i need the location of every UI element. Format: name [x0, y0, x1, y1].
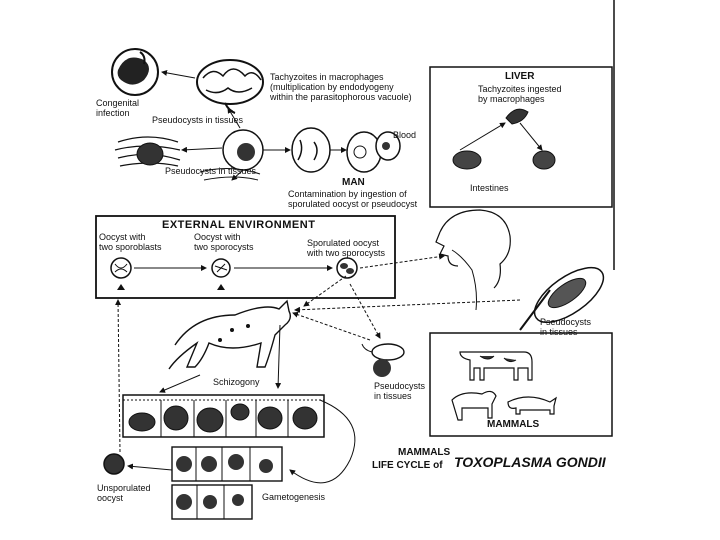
mouse-illustration — [361, 343, 405, 377]
label-schizogony: Schizogony — [213, 377, 260, 387]
fetus-illustration — [111, 48, 159, 96]
label-liver: LIVER — [505, 71, 535, 82]
label-sporulated-oocyst: Sporulated oocyst with two sporocysts — [307, 238, 386, 258]
label-blood: Blood — [393, 130, 417, 140]
label-pseudocysts-tissues-right: Pseudocysts in tissues — [540, 317, 592, 337]
gametogenesis-cells — [171, 446, 283, 520]
external-environment-box — [95, 215, 396, 299]
label-liver-text: Tachyzoites ingested by macrophages — [478, 84, 562, 104]
label-oocyst-two-sporoblasts: Oocyst with two sporoblasts — [99, 232, 162, 252]
label-unsporulated-oocyst: Unsporulated oocyst — [97, 483, 151, 503]
sheep-illustration — [451, 390, 497, 421]
human-head-illustration — [435, 209, 511, 311]
label-pseudocysts-mouse: Pseudocysts in tissues — [374, 381, 426, 401]
cycle-arrows — [115, 69, 521, 484]
label-pseudocysts-mid: Pseudocysts in tissues — [165, 166, 257, 176]
cat-illustration — [168, 299, 292, 370]
pig-illustration — [507, 396, 557, 415]
magnified-pseudocyst — [519, 266, 605, 331]
tissue-pseudocyst-illustration — [114, 136, 181, 167]
brain-illustration — [196, 59, 264, 114]
label-external-environment: EXTERNAL ENVIRONMENT — [162, 219, 316, 231]
macrophage-liver — [452, 108, 556, 170]
label-mammals-box: MAMMALS — [487, 419, 540, 430]
liver-box — [429, 66, 613, 208]
oocysts-external — [110, 257, 358, 290]
intestinal-epithelium — [122, 394, 325, 438]
label-oocyst-two-sporocysts: Oocyst with two sporocysts — [194, 232, 254, 252]
title-mammals: MAMMALS — [398, 447, 451, 458]
title-lifecycle: LIFE CYCLE of — [372, 460, 443, 471]
cow-illustration — [459, 351, 533, 381]
label-tachyzoites-macrophages: Tachyzoites in macrophages (multiplicati… — [270, 72, 412, 102]
label-congenital-infection: Congenital infection — [96, 98, 140, 118]
label-man: MAN — [342, 177, 365, 188]
label-gametogenesis: Gametogenesis — [262, 492, 326, 502]
label-contamination: Contamination by ingestion of sporulated… — [288, 189, 418, 209]
mammals-box — [429, 332, 613, 437]
label-intestine: Intestines — [470, 183, 509, 193]
title-species: TOXOPLASMA GONDII — [454, 454, 606, 470]
unsporulated-oocyst — [103, 453, 125, 475]
label-pseudocysts-top: Pseudocysts in tissues — [152, 115, 244, 125]
macrophage-cells — [222, 127, 401, 173]
